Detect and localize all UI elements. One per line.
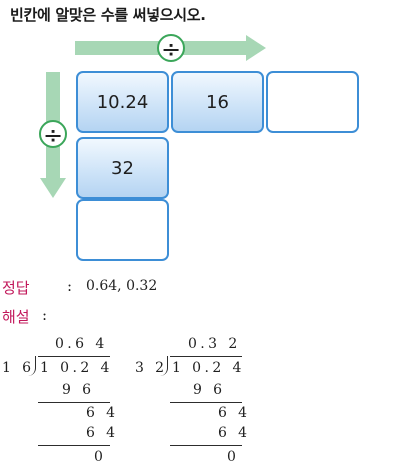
subtract-step: 6 4	[86, 425, 119, 441]
remainder-step: 6 4	[218, 405, 251, 421]
right-arrow-icon	[246, 35, 266, 61]
subtract-line	[170, 402, 242, 403]
answer-colon: :	[67, 277, 73, 295]
quotient: 0.3 2	[188, 336, 241, 352]
grid-cell-col1-2: 32	[76, 137, 169, 199]
explanation-label: 해설	[2, 308, 30, 326]
divisor: 1 6	[2, 360, 35, 376]
subtract-line	[170, 445, 242, 446]
remainder-step: 6 4	[86, 405, 119, 421]
dividend: 1 0.2 4	[172, 360, 245, 376]
question-text: 빈칸에 알맞은 수를 써넣으시오.	[10, 6, 206, 24]
answer-blank-bottom[interactable]	[76, 199, 169, 261]
answer-label: 정답	[2, 279, 30, 297]
subtract-line	[38, 402, 110, 403]
divisor: 3 2	[135, 360, 168, 376]
grid-cell-row1-1: 10.24	[76, 71, 169, 133]
answer-blank-right[interactable]	[266, 71, 359, 133]
division-sign-icon: ÷	[39, 120, 67, 148]
subtract-line	[38, 445, 110, 446]
subtract-step: 9 6	[193, 382, 226, 398]
grid-cell-row1-2: 16	[171, 71, 264, 133]
final-remainder: 0	[94, 449, 107, 465]
subtract-step: 9 6	[62, 382, 95, 398]
answer-value: 0.64, 0.32	[86, 278, 158, 294]
division-bracket	[160, 356, 168, 376]
subtract-step: 6 4	[218, 425, 251, 441]
dividend: 1 0.2 4	[40, 360, 113, 376]
division-bar	[38, 356, 110, 357]
down-arrow-icon	[40, 178, 66, 198]
explanation-colon: :	[42, 306, 48, 324]
division-bar	[170, 356, 242, 357]
division-bracket	[28, 356, 36, 376]
final-remainder: 0	[227, 449, 240, 465]
division-sign-icon: ÷	[157, 34, 185, 62]
quotient: 0.6 4	[55, 336, 108, 352]
